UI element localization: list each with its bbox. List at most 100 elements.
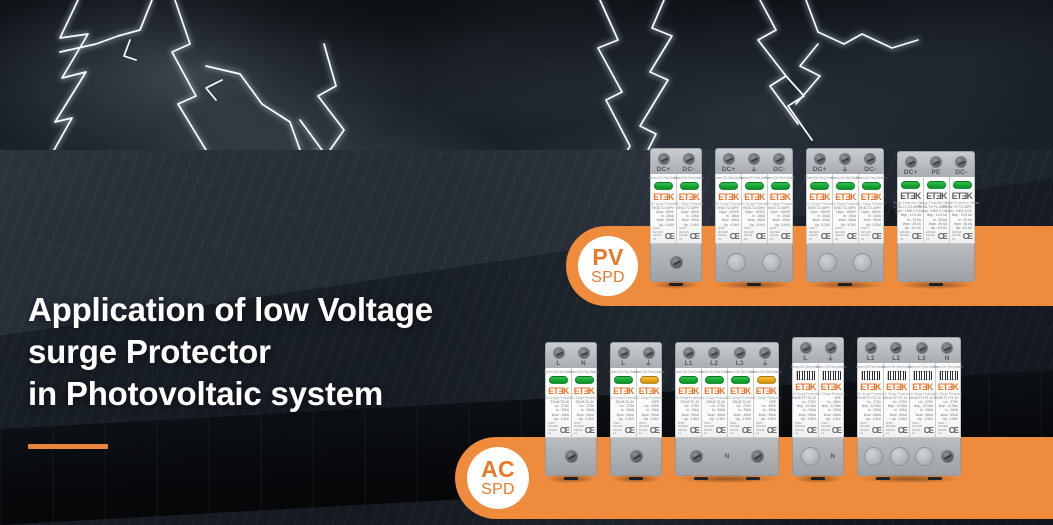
spec-row: In : 20kA bbox=[580, 408, 594, 413]
terminal-screw-icon bbox=[904, 156, 917, 169]
spec-row: EKSA-T1+T2-40PV bbox=[918, 204, 947, 209]
spec-row: Up : 1.5kV bbox=[643, 416, 659, 421]
terminal-label: L bbox=[803, 355, 808, 362]
device-subtitle: DC Surge Protector bbox=[740, 201, 769, 206]
standard-label: IP20 / IEC/EN 61643-11 bbox=[821, 420, 832, 435]
terminal-label: L1 bbox=[684, 360, 693, 368]
etek-brand-logo: ETƎK bbox=[795, 381, 816, 392]
spec-row: EKID-T2-40PV bbox=[677, 205, 699, 210]
spec-row: Up : 1.5kV bbox=[825, 416, 841, 421]
device-subtitle: AC Surge Protector bbox=[609, 395, 638, 400]
terminal-screw-icon bbox=[552, 347, 565, 360]
standard-label: IP20 / IEC/EN 61643-11 bbox=[678, 420, 689, 435]
spec-row: In : 20kA bbox=[660, 214, 674, 219]
bottom-terminal-block bbox=[650, 244, 702, 283]
spec-row: EKID-T2-40PV bbox=[808, 205, 830, 210]
spec-row: In : 20kA bbox=[816, 214, 830, 219]
spec-row: Up : 4.0 kV bbox=[930, 226, 947, 231]
spec-row: Imax : 40kA bbox=[812, 218, 830, 223]
spec-row: In : 20kA bbox=[725, 214, 739, 219]
spec-row: EKU5-T2-40 bbox=[706, 399, 725, 404]
terminal-label: PE bbox=[931, 169, 941, 177]
spec-row: EKU5-T1+T2-12 bbox=[933, 395, 958, 400]
device-shadow bbox=[677, 475, 777, 484]
spec-row: Ucpv : 600V bbox=[681, 209, 699, 214]
device-shadow bbox=[612, 475, 660, 484]
spec-row: Uc : 255V bbox=[644, 404, 659, 409]
ce-mark-icon: CE bbox=[729, 232, 740, 242]
etek-brand-logo: ETƎK bbox=[769, 191, 791, 202]
ce-mark-icon: CE bbox=[897, 426, 908, 436]
spec-row: Uc : 275V bbox=[943, 399, 958, 404]
terminal-label: L2 bbox=[892, 355, 901, 362]
spec-row: Up : 4.0 kV bbox=[955, 226, 972, 231]
device-shadow bbox=[859, 475, 959, 484]
pv-badge-subtitle: SPD bbox=[591, 269, 625, 286]
status-indicator-window bbox=[719, 181, 738, 190]
standard-label: EN/IEC 61643-31 bbox=[952, 229, 963, 241]
spec-row: Imax : 40 kA bbox=[902, 221, 921, 226]
terminal: DC- bbox=[949, 156, 974, 176]
terminal-label: L2 bbox=[710, 360, 719, 368]
din-clip bbox=[694, 477, 708, 481]
etek-brand-logo: ETƎK bbox=[744, 191, 765, 202]
spec-row: Up : 1.6kV bbox=[658, 222, 674, 227]
spec-row: EKU5-T1+T2-12 bbox=[791, 395, 816, 400]
standard-label: IP20 / IEC/EN 61643-31 bbox=[770, 226, 781, 241]
terminal: DC+ bbox=[807, 153, 832, 173]
terminal-screw-icon bbox=[941, 342, 954, 354]
device-subtitle: DC Surge Protector bbox=[714, 201, 743, 206]
spec-row: Ucpv : 1000V bbox=[770, 209, 790, 214]
status-indicator-window bbox=[679, 375, 698, 384]
spec-row: Ucpv : 1000 V DC bbox=[945, 208, 972, 213]
standard-label: IP20 / IEC/EN 61643-11 bbox=[938, 420, 949, 435]
etek-brand-logo: ETƎK bbox=[678, 191, 700, 202]
spec-row: Ucpv : 1500V bbox=[861, 209, 881, 214]
status-indicator-window bbox=[901, 180, 920, 189]
device-subtitle: AC Surge Protector bbox=[856, 391, 885, 396]
standard-label: IP20 / IEC/EN 61643-11 bbox=[912, 420, 923, 435]
spec-row: Iimp : 12.5kA bbox=[821, 404, 841, 409]
spec-row: In : 20kA bbox=[620, 408, 634, 413]
standard-label: IP20 / IEC/EN 61643-31 bbox=[835, 226, 846, 241]
standard-label: IP20 / IEC/EN 61643-11 bbox=[756, 420, 767, 435]
etek-brand-logo: ETƎK bbox=[835, 191, 856, 202]
etek-brand-logo: ETƎK bbox=[820, 381, 842, 392]
device-subtitle: AC Surge Protector bbox=[700, 395, 729, 400]
etek-brand-logo: ETƎK bbox=[678, 385, 699, 397]
knockout-disc-icon bbox=[853, 253, 872, 273]
terminal-label: N bbox=[944, 355, 950, 362]
spec-row: In : 20 kA bbox=[907, 217, 921, 222]
spec-row: Imax : 60kA bbox=[863, 412, 881, 417]
device-subtitle: Surge Protection Device bbox=[919, 200, 954, 205]
terminal-label: DC- bbox=[682, 166, 695, 173]
status-legend-label: Green:OK Red:Defect bbox=[830, 176, 861, 180]
terminal-screw-icon bbox=[747, 153, 760, 165]
status-legend-label: Green:OK Red:Defect bbox=[907, 365, 938, 369]
ac-badge-subtitle: SPD bbox=[481, 481, 515, 498]
page-title: Application of low Voltage surge Protect… bbox=[28, 289, 548, 415]
terminal: DC+ bbox=[716, 153, 741, 173]
bottom-terminal-block bbox=[857, 438, 961, 477]
status-indicator-window bbox=[745, 181, 764, 190]
ce-mark-icon: CE bbox=[584, 426, 595, 436]
